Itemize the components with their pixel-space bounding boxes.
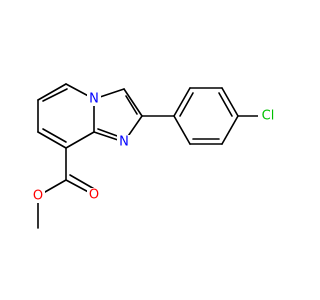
bond [179,92,194,117]
atom-label: N [89,92,99,107]
bond [37,83,67,101]
atom-cl: Cl [258,109,278,124]
atom-n1: N [87,92,101,107]
bonds [37,83,267,229]
bond [42,88,68,102]
bond [221,87,239,117]
bond [173,87,191,117]
bond [37,131,67,149]
atom-label: Cl [262,109,275,124]
bond [65,131,95,149]
atom-label: O [33,189,43,204]
bond [125,95,138,115]
atom-o1: O [87,188,101,203]
bond [69,174,97,191]
bond [42,128,67,143]
atom-n2: N [117,135,131,150]
bond [123,88,143,117]
atom-label: O [89,188,99,203]
bond [97,128,121,138]
atom-o2: O [31,189,45,204]
atom-label: N [119,135,129,150]
bond [173,115,191,145]
molecule-structure-diagram: N N O O Cl [31,83,278,229]
bond [221,115,239,145]
bond [218,92,233,117]
atom-labels: N N O O Cl [31,92,278,204]
